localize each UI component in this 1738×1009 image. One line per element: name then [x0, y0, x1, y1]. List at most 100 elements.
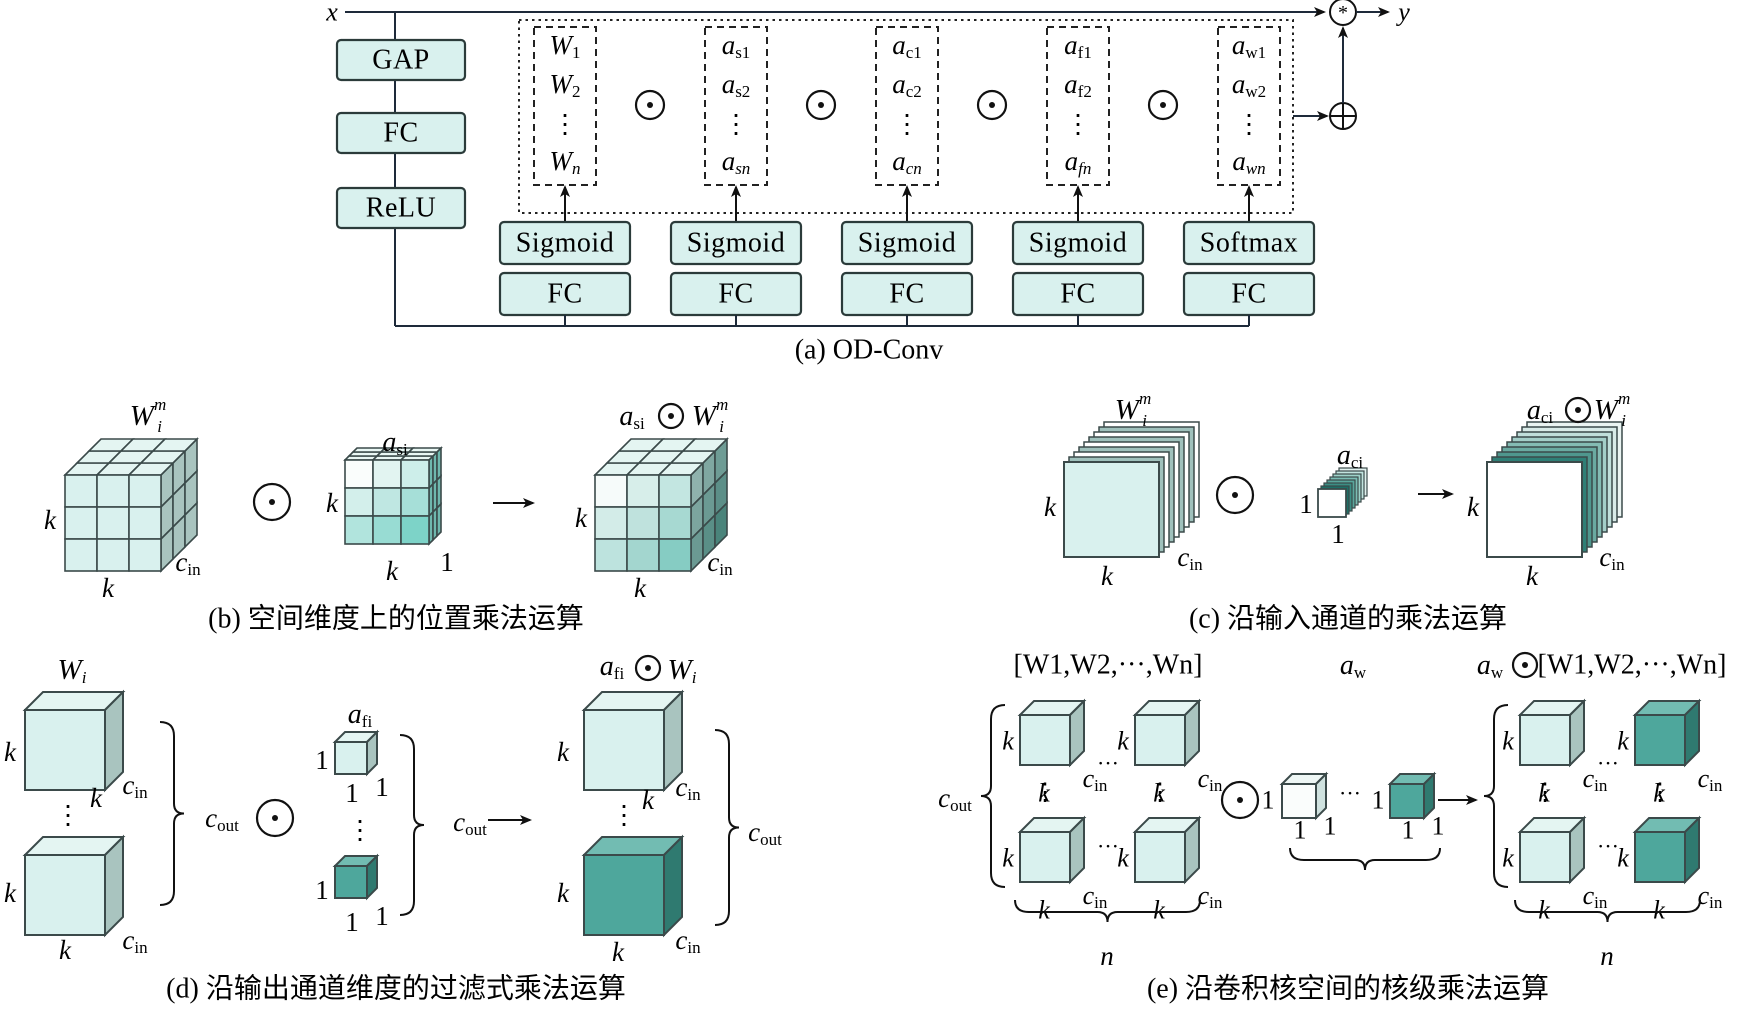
cout-brace	[714, 729, 740, 926]
attention-vector-box	[533, 26, 597, 186]
svg-text:FC: FC	[1060, 279, 1095, 310]
k-label: k	[575, 503, 588, 533]
fc-block: FC	[498, 271, 632, 317]
vertical-ellipsis: ⋮	[611, 801, 637, 830]
kernel-attention-label: aw	[1340, 650, 1367, 682]
activation-block: Softmax	[1182, 220, 1316, 266]
cin-label: cin	[175, 547, 201, 579]
cin-label: cin	[122, 925, 148, 957]
one-label: 1	[1294, 816, 1307, 845]
filter-attention-cube-top	[332, 729, 380, 777]
one-label: 1	[440, 547, 454, 577]
attention-vector-box	[1046, 26, 1110, 186]
vertical-ellipsis: ⋮	[1236, 110, 1262, 139]
cout-brace	[1483, 704, 1509, 888]
cin-label: cin	[1583, 764, 1608, 795]
cin-label: cin	[675, 925, 701, 957]
one-label: 1	[315, 875, 329, 905]
filter-attention-cube-bottom	[332, 853, 380, 901]
n-label: n	[1100, 941, 1114, 971]
one-label: 1	[375, 901, 389, 931]
add-operator-icon	[1329, 102, 1357, 130]
k-label: k	[1101, 561, 1114, 591]
cin-label: cin	[1198, 881, 1223, 912]
result-kernel-cube	[1632, 815, 1702, 885]
hadamard-operator-icon	[252, 482, 292, 522]
svg-text:Sigmoid: Sigmoid	[516, 228, 614, 259]
horizontal-ellipsis: ···	[1339, 781, 1361, 806]
result-cube	[593, 437, 729, 573]
k-label: k	[634, 573, 647, 603]
attention-entry: as1	[722, 30, 751, 62]
caption-a: (a) OD-Conv	[795, 335, 944, 366]
result-filter-cube-top	[581, 689, 685, 793]
one-label: 1	[1299, 489, 1313, 519]
hadamard-operator-icon	[1215, 475, 1255, 515]
attention-entry: W1	[550, 30, 581, 62]
conv-operator-icon: *	[1329, 0, 1357, 26]
attention-entry: W2	[550, 69, 581, 101]
k-label: k	[557, 878, 570, 908]
svg-text:FC: FC	[889, 279, 924, 310]
caption-b: (b) 空间维度上的位置乘法运算	[208, 603, 584, 635]
weight-stack	[1063, 421, 1200, 558]
hadamard-operator-icon	[657, 402, 685, 430]
k-label: k	[1002, 727, 1014, 756]
hadamard-operator-icon	[805, 89, 837, 121]
attention-entry: aw1	[1232, 30, 1266, 62]
cin-label: cin	[1198, 764, 1223, 795]
vertical-ellipsis: ⋮	[347, 816, 373, 845]
attention-entry: as2	[722, 69, 751, 101]
n-brace	[1514, 899, 1701, 923]
input-channel-attention-label: aci	[1337, 440, 1364, 472]
one-label: 1	[1432, 812, 1445, 841]
k-label: k	[1502, 727, 1514, 756]
cout-brace	[980, 704, 1006, 888]
result-attention-label: aw	[1477, 650, 1504, 682]
activation-block: Sigmoid	[1011, 220, 1145, 266]
one-label: 1	[1324, 812, 1337, 841]
cin-label: cin	[122, 770, 148, 802]
result-kernel-cube	[1517, 815, 1587, 885]
cin-label: cin	[1177, 542, 1203, 574]
k-label: k	[386, 556, 399, 586]
vertical-ellipsis: ⋮	[894, 110, 920, 139]
cin-label: cin	[1698, 764, 1723, 795]
k-label: k	[557, 737, 570, 767]
attention-vector-box	[1217, 26, 1281, 186]
hadamard-operator-icon	[255, 798, 295, 838]
cout-brace	[159, 721, 185, 906]
k-label: k	[1117, 844, 1129, 873]
result-kernel-list-label: [W1,W2,···,Wn]	[1538, 650, 1727, 681]
one-label: 1	[315, 745, 329, 775]
k-label: k	[1538, 779, 1550, 808]
n-label: n	[1600, 941, 1614, 971]
vertical-ellipsis: ⋮	[1533, 780, 1557, 806]
hadamard-operator-icon	[634, 89, 666, 121]
cout-label: cout	[938, 783, 972, 815]
cin-label: cin	[1583, 881, 1608, 912]
attention-entry: afn	[1065, 146, 1092, 178]
hadamard-operator-icon	[634, 654, 662, 682]
n-brace-small	[1289, 847, 1441, 871]
cin-label: cin	[1083, 764, 1108, 795]
horizontal-ellipsis: ···	[1597, 751, 1619, 776]
fc-block: FC	[669, 271, 803, 317]
activation-block: Sigmoid	[669, 220, 803, 266]
fc-block: FC	[335, 111, 467, 155]
k-label: k	[1153, 779, 1165, 808]
vertical-ellipsis: ⋮	[55, 801, 81, 830]
one-label: 1	[345, 907, 359, 937]
k-label: k	[1117, 727, 1129, 756]
k-label: k	[90, 783, 103, 813]
fc-block: FC	[1011, 271, 1145, 317]
k-label: k	[1002, 844, 1014, 873]
